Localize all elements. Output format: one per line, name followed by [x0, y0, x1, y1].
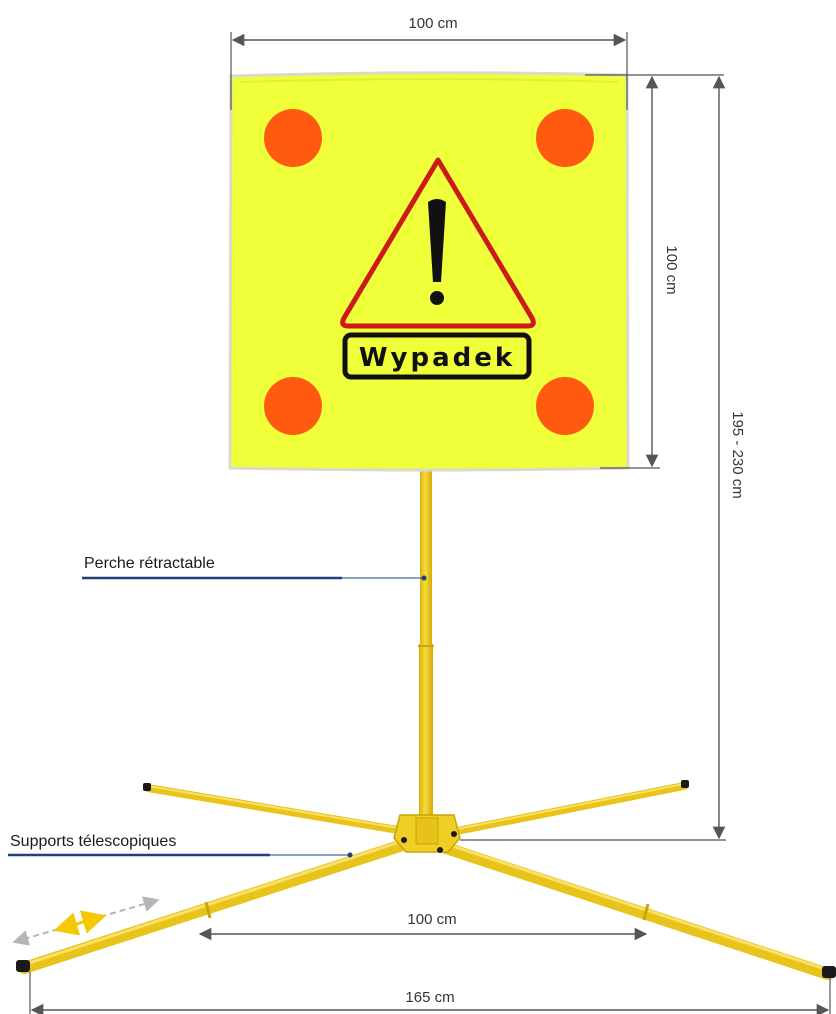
foot-front-left	[16, 960, 30, 972]
pole-upper	[420, 466, 432, 646]
sign-word-box	[342, 332, 532, 380]
sign-fabric-fold	[239, 78, 619, 83]
exclamation-bar-icon	[428, 199, 446, 282]
retractable-pole	[393, 466, 461, 853]
hub-bolt-right	[451, 831, 457, 837]
leg-back-right-highlight	[451, 783, 685, 831]
dim-label-sign-height: 100 cm	[663, 245, 680, 294]
corner-dot-top-left	[264, 109, 322, 167]
callout-dot-supports	[347, 852, 353, 858]
callout-label-supports: Supports télescopiques	[10, 833, 176, 850]
leg-front-left-highlight	[24, 836, 414, 966]
telescopic-extension-arrow	[12, 896, 160, 946]
hub-plate	[415, 817, 439, 845]
leg-front-right-highlight	[438, 840, 830, 972]
foot-back-right	[681, 780, 689, 788]
corner-dot-bottom-right	[536, 377, 594, 435]
dim-label-total-height: 195 - 230 cm	[729, 411, 746, 499]
leg-back-right	[448, 782, 688, 836]
warning-triangle-icon	[340, 157, 536, 329]
foot-back-left	[143, 783, 151, 791]
callout-label-pole: Perche rétractable	[84, 555, 215, 572]
leg-front-left	[18, 836, 418, 974]
dimension-base-span: 165 cm	[29, 972, 831, 1014]
leg-front-right	[434, 840, 834, 980]
hub-bolt-bottom	[437, 847, 443, 853]
corner-dot-bottom-left	[264, 377, 322, 435]
dim-label-base-span: 165 cm	[405, 989, 454, 1006]
hub-bolt-left	[401, 837, 407, 843]
sign-panel: Wypadek	[228, 71, 630, 472]
corner-dot-top-right	[536, 109, 594, 167]
dimension-sign-width: 100 cm	[230, 15, 628, 110]
exclamation-dot-icon	[430, 291, 444, 305]
pole-lower	[419, 644, 433, 824]
dimension-support-span: 100 cm	[198, 911, 648, 941]
leg-back-left-highlight	[147, 785, 411, 831]
foot-front-right	[822, 966, 836, 978]
leg-joint-left	[204, 901, 212, 919]
dim-label-sign-width: 100 cm	[408, 15, 457, 32]
callout-dot-pole	[421, 575, 427, 581]
callout-pole: Perche rétractable	[82, 555, 427, 581]
callout-supports: Supports télescopiques	[8, 833, 353, 858]
dimension-sign-height: 100 cm	[585, 74, 724, 469]
leg-joint-right	[642, 903, 650, 921]
dimension-total-height: 195 - 230 cm	[460, 75, 746, 841]
sign-word: Wypadek	[359, 343, 515, 373]
leg-back-left	[144, 784, 414, 836]
dim-label-support-span: 100 cm	[407, 911, 456, 928]
telescopic-arrow-yellow	[53, 910, 107, 936]
